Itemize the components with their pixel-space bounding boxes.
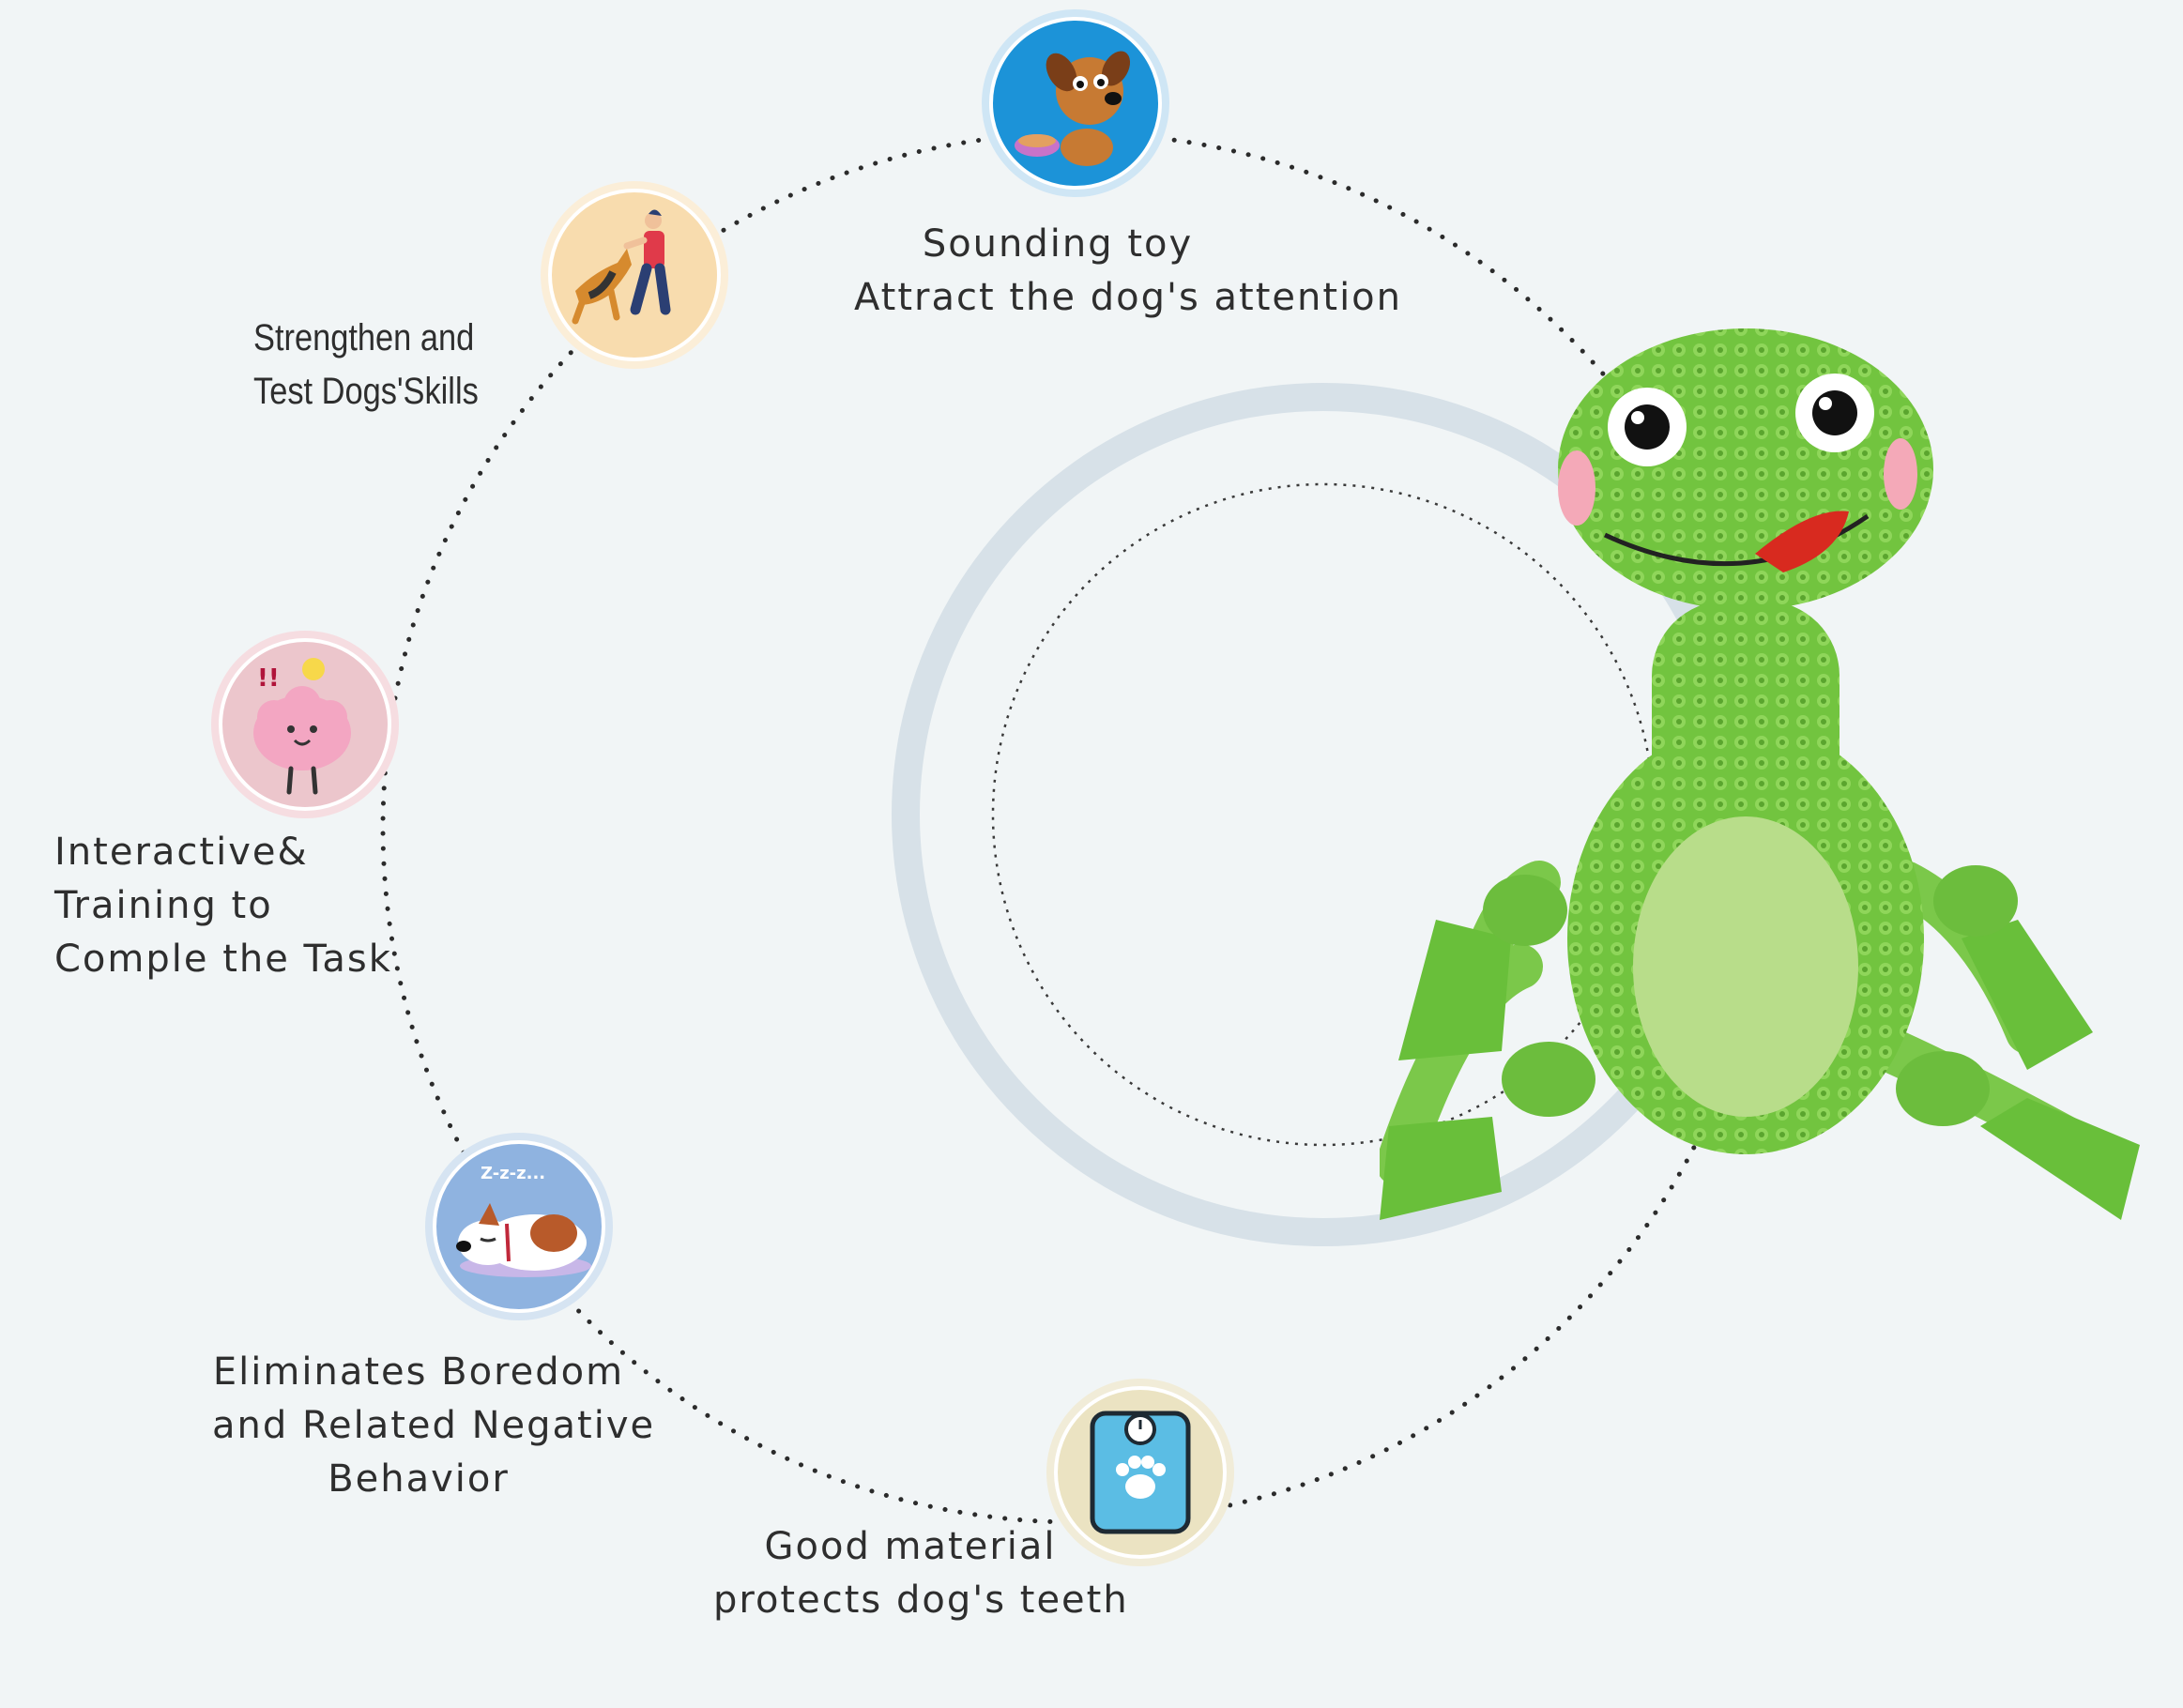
- feature-label-sounding-toy: Sounding toy: [861, 218, 1255, 271]
- feature-label-good-material: Good material protects dog's teeth: [713, 1520, 1129, 1627]
- feature-label-eliminates-boredom: Eliminates Boredom and Related Negative …: [212, 1346, 656, 1506]
- feature-label-strengthen-skills: Strengthen and Test Dogs'Skills: [253, 312, 479, 419]
- feature-line: Eliminates Boredom: [212, 1350, 625, 1394]
- sleeping-dog-icon: Z-z-z...: [425, 1133, 613, 1320]
- feature-line: protects dog's teeth: [713, 1578, 1129, 1622]
- feature-line: Strengthen and: [253, 317, 475, 358]
- feature-line: Test Dogs'Skills: [253, 371, 479, 412]
- feature-line: and Related Negative: [212, 1404, 656, 1447]
- svg-text:Z-z-z...: Z-z-z...: [481, 1164, 545, 1183]
- feature-line: Good material: [764, 1525, 1057, 1568]
- svg-text:!!: !!: [257, 664, 280, 693]
- feature-label-sounding-toy-sub: Attract the dog's attention: [854, 271, 1402, 325]
- frog-plush-toy-icon: [1380, 328, 2140, 1220]
- feature-line: Comple the Task: [54, 938, 392, 981]
- feature-label-interactive-training: Interactive& Training to Comple the Task: [54, 826, 392, 986]
- brain-idea-icon: !!: [211, 631, 399, 818]
- feature-line: Training to: [54, 884, 273, 927]
- feature-line: Behavior: [328, 1457, 510, 1501]
- feature-line: Attract the dog's attention: [854, 276, 1402, 319]
- feature-line: Interactive&: [54, 831, 309, 874]
- paw-scale-icon: [1046, 1379, 1234, 1566]
- dog-training-icon: [541, 181, 728, 369]
- feature-line: Sounding toy: [922, 222, 1194, 266]
- dog-with-bowl-icon: [982, 9, 1169, 197]
